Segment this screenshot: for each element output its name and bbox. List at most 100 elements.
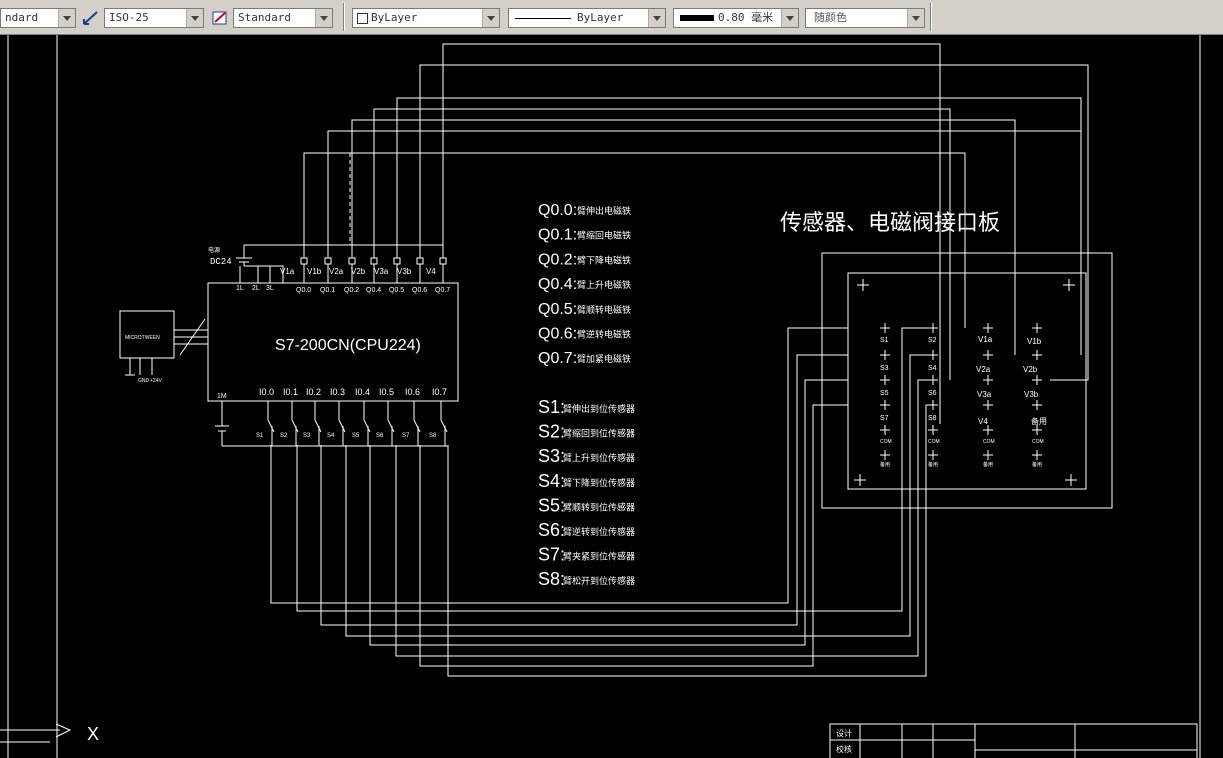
module-pin-gnd: GND — [138, 378, 150, 384]
board-title: 传感器、电磁阀接口板 — [780, 211, 1000, 236]
board-sensor-label: S8 — [928, 415, 937, 422]
input-terminals: I0.0S1I0.1S2I0.2S3I0.3S4I0.4S5I0.5S6I0.6… — [256, 387, 448, 446]
module-label: MICROTWEEN — [125, 335, 160, 341]
terminal-cross — [1032, 350, 1042, 360]
lineweight-sample-icon — [680, 15, 714, 21]
legend-s-desc: 臂下降到位传感器 — [563, 477, 635, 489]
switch-contact — [291, 419, 299, 433]
output-label: Q0.1 — [320, 287, 335, 294]
terminal-cross — [880, 400, 890, 410]
legend: Q0.0:臂伸出电磁铁Q0.1:臂缩回电磁铁Q0.2:臂下降电磁铁Q0.4:臂上… — [538, 202, 635, 589]
interface-board-outer[interactable] — [821, 252, 1113, 509]
switch-contact — [413, 419, 421, 433]
properties-toolbar: ndard ISO-25 Standard ByLayer ByLayer 0.… — [0, 0, 1223, 35]
chevron-down-icon[interactable] — [186, 9, 203, 27]
linetype-combo[interactable]: ByLayer — [508, 8, 666, 28]
input-label: I0.5 — [379, 387, 394, 397]
terminal-cross — [1032, 400, 1042, 410]
dimension-style-icon[interactable] — [82, 9, 100, 27]
terminal-cross — [880, 350, 890, 360]
legend-s-desc: 臂缩回到位传感器 — [563, 428, 635, 440]
valve-label: V2b — [351, 267, 366, 276]
valve-label: V1b — [307, 267, 322, 276]
switch-label: S8 — [429, 433, 437, 439]
chevron-down-icon[interactable] — [648, 9, 665, 27]
terminal-cross — [880, 323, 890, 333]
common-pin-3L: 3L — [266, 285, 274, 292]
input-label: I0.6 — [405, 387, 420, 397]
terminal-cross — [1032, 375, 1042, 385]
board-com-label: COM — [983, 439, 995, 445]
board-com-label: COM — [880, 439, 892, 445]
output-terminal — [324, 257, 332, 265]
viewport-borders — [7, 35, 1201, 758]
legend-q-desc: 臂逆转电磁铁 — [577, 329, 631, 341]
input-wires — [270, 327, 935, 677]
board-valve-label: V3b — [1024, 390, 1039, 399]
table-style-combo[interactable]: Standard — [233, 8, 333, 28]
valve-label: V2a — [329, 267, 344, 276]
output-terminal — [300, 257, 308, 265]
plc-block[interactable] — [207, 282, 459, 402]
dimension-style-combo[interactable]: ISO-25 — [104, 8, 204, 28]
layer-value: ByLayer — [371, 11, 418, 24]
terminal-cross — [880, 375, 890, 385]
legend-q-desc: 臂加紧电磁铁 — [577, 353, 631, 365]
switch-contact — [387, 419, 395, 433]
lineweight-combo[interactable]: 0.80 毫米 — [673, 8, 799, 28]
input-common — [215, 401, 448, 447]
table-style-value: Standard — [238, 11, 291, 24]
legend-q-desc: 臂下降电磁铁 — [577, 254, 631, 266]
valve-label: V4 — [426, 267, 436, 276]
chevron-down-icon[interactable] — [781, 9, 798, 27]
terminal-cross — [1032, 425, 1042, 435]
chevron-down-icon[interactable] — [907, 9, 924, 27]
switch-label: S5 — [352, 433, 360, 439]
switch-contact — [314, 419, 322, 433]
chevron-down-icon[interactable] — [482, 9, 499, 27]
legend-q-desc: 臂缩回电磁铁 — [577, 230, 631, 242]
legend-s-desc: 臂夹紧到位传感器 — [563, 551, 635, 563]
board-spare-label: 备用 — [928, 461, 938, 468]
terminal-cross — [983, 350, 993, 360]
chevron-down-icon[interactable] — [58, 9, 75, 27]
chevron-down-icon[interactable] — [315, 9, 332, 27]
terminal-cross — [880, 450, 890, 460]
switch-contact — [338, 419, 346, 433]
ucs-icon — [0, 723, 72, 743]
micro-module[interactable] — [119, 310, 175, 359]
terminal-cross — [983, 323, 993, 333]
terminal-cross — [928, 425, 938, 435]
board-valve-label: V2b — [1023, 365, 1038, 374]
dc-supply — [236, 244, 443, 283]
terminal-cross — [983, 375, 993, 385]
terminal-cross — [928, 450, 938, 460]
layer-combo[interactable]: ByLayer — [352, 8, 500, 28]
plot-style-combo[interactable]: 随颜色 — [805, 8, 925, 28]
input-label: I0.2 — [306, 387, 321, 397]
switch-contact — [363, 419, 371, 433]
input-label: I0.3 — [330, 387, 345, 397]
output-label: Q0.6 — [412, 287, 427, 294]
supply-label-1: 电源 — [208, 246, 220, 254]
linetype-sample-icon — [515, 18, 571, 19]
output-terminal — [439, 257, 447, 265]
legend-s-desc: 臂顺转到位传感器 — [563, 501, 635, 513]
legend-s-code: S8: — [538, 569, 565, 589]
legend-q-desc: 臂顺转电磁铁 — [577, 304, 631, 316]
legend-q-code: Q0.2: — [538, 251, 577, 268]
terminal-cross — [928, 350, 938, 360]
drawing-canvas[interactable]: S7-200CN(CPU224) 电源 DC24 1L 2L 3L 1M MIC… — [0, 35, 1223, 758]
title-block-design: 设计 — [836, 728, 852, 738]
table-style-icon[interactable] — [211, 9, 229, 27]
board-spare-label: 备用 — [983, 461, 993, 468]
legend-q-desc: 臂伸出电磁铁 — [577, 205, 631, 217]
board-valve-label: V1b — [1027, 337, 1042, 346]
legend-q-code: Q0.6: — [538, 326, 577, 343]
output-label: Q0.0 — [296, 287, 311, 294]
legend-q-code: Q0.4: — [538, 276, 577, 293]
terminal-cross — [928, 375, 938, 385]
legend-s-code: S5: — [538, 495, 565, 515]
text-style-combo[interactable]: ndard — [0, 8, 76, 28]
